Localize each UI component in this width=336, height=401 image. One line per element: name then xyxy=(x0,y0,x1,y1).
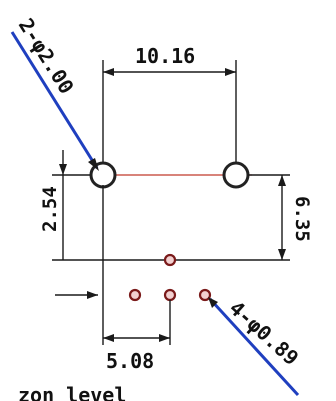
small-hole-left xyxy=(128,288,142,302)
arrow-head xyxy=(225,68,236,76)
arrow-head xyxy=(278,175,286,186)
arrow-head xyxy=(159,334,170,342)
dimension-label-bottom: 5.08 xyxy=(106,349,154,373)
footer-text: zon level xyxy=(18,383,126,401)
leader-line-large-holes xyxy=(10,31,99,169)
arrow-head xyxy=(278,249,286,260)
leader-line-small-holes xyxy=(208,297,300,397)
arrow-head xyxy=(87,291,98,299)
arrow-head xyxy=(103,334,114,342)
large-hole-right xyxy=(222,161,250,189)
arrow-head xyxy=(103,68,114,76)
dimension-label-left: 2.54 xyxy=(39,186,61,232)
arrow-head xyxy=(59,164,67,175)
dimension-label-top: 10.16 xyxy=(135,44,195,68)
small-hole-right xyxy=(198,288,212,302)
arrow-head xyxy=(208,297,218,308)
arrow-head xyxy=(88,158,99,171)
small-hole-center-top xyxy=(163,253,177,267)
small-hole-center xyxy=(163,288,177,302)
dimension-label-right: 6.35 xyxy=(291,196,313,242)
